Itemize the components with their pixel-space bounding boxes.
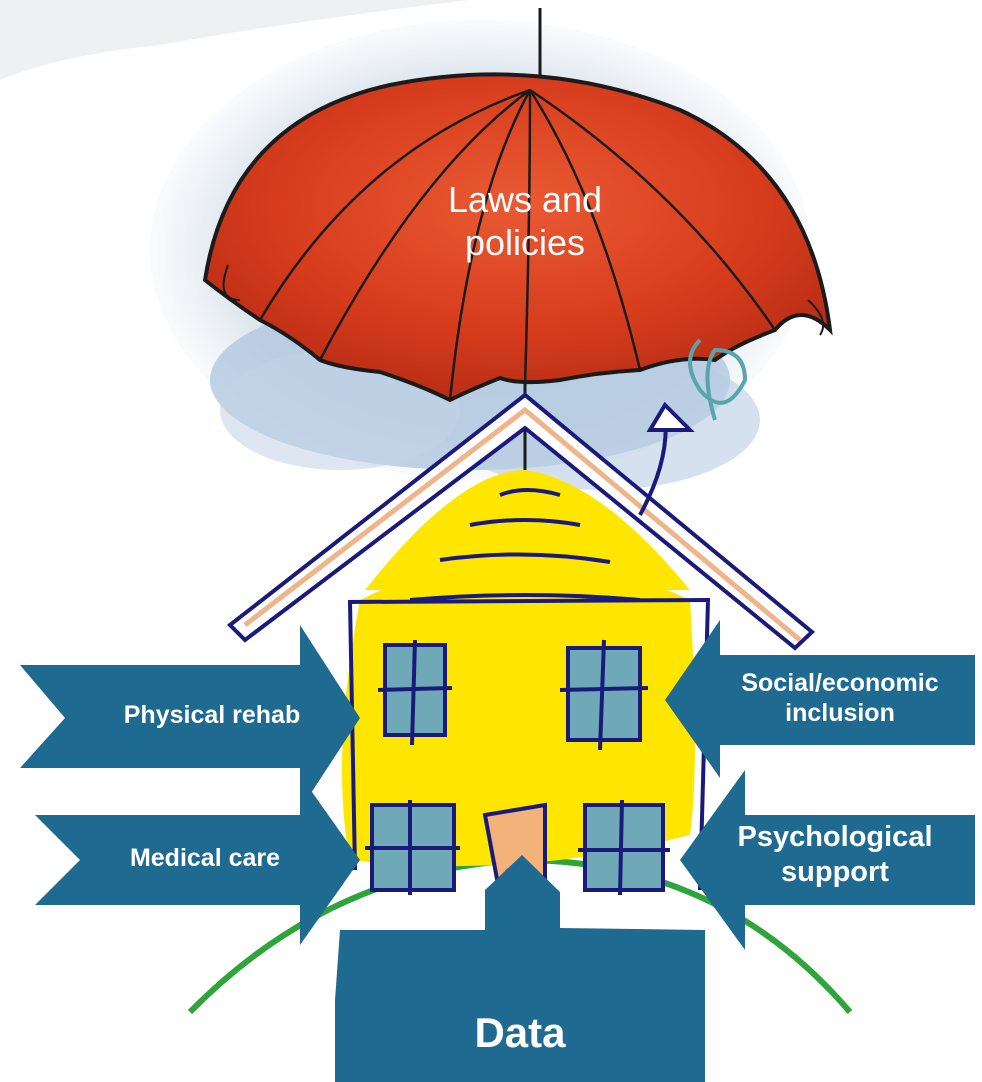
psych-support-line2: support xyxy=(781,855,889,888)
window-upper-right xyxy=(559,639,649,751)
arrow-social-inclusion xyxy=(665,620,975,778)
medical-care-label: Medical care xyxy=(129,844,281,872)
physical-rehab-label: Physical rehab xyxy=(123,701,301,729)
data-label: Data xyxy=(474,1009,566,1056)
umbrella xyxy=(202,8,833,470)
arrow-psych-support xyxy=(680,770,975,950)
umbrella-label-line1: Laws and xyxy=(447,179,603,220)
house xyxy=(226,392,816,898)
social-inclusion-line1: Social/economic xyxy=(741,669,939,697)
social-inclusion-label: Social/economic inclusion xyxy=(705,668,975,728)
corner-swoosh xyxy=(0,0,470,80)
window-upper-left xyxy=(377,639,453,746)
arrow-data xyxy=(335,855,705,1082)
window-lower-right xyxy=(578,799,670,896)
social-inclusion-line2: inclusion xyxy=(785,699,895,727)
umbrella-label: Laws and policies xyxy=(395,178,655,264)
arrow-medical-care xyxy=(35,775,360,945)
psych-support-line1: Psychological xyxy=(737,821,933,853)
window-lower-left xyxy=(365,800,460,895)
arrow-physical-rehab xyxy=(20,625,360,810)
umbrella-label-line2: policies xyxy=(464,222,586,264)
psych-support-label: Psychological support xyxy=(700,820,970,890)
